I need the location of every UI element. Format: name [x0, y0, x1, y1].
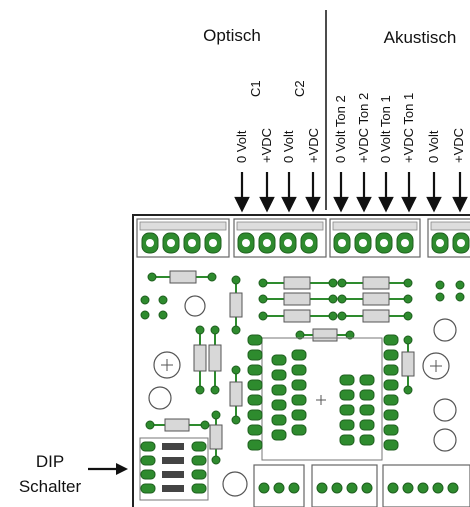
dip-switch-footprint: [139, 437, 209, 501]
resistor-components: [150, 270, 415, 460]
acoustic-terminal-label-1: 0 Volt Ton 2: [333, 95, 348, 163]
terminal-arrows: [234, 172, 468, 213]
acoustic-terminal-label-2: +VDC Ton 2: [356, 93, 371, 163]
component-pads: [140, 272, 465, 465]
acoustic-terminal-label-6: +VDC: [451, 128, 466, 163]
acoustic-terminal-label-5: 0 Volt: [426, 130, 441, 163]
acoustic-terminal-label-3: 0 Volt Ton 1: [378, 95, 393, 163]
optical-section-title: Optisch: [203, 26, 261, 45]
dip-switch-label-line1: DIP: [36, 452, 64, 471]
optical-terminal-label-4: +VDC: [306, 128, 321, 163]
acoustic-section-title: Akustisch: [384, 28, 457, 47]
dip-switch-label-line2: Schalter: [19, 477, 82, 496]
dip-switch-arrow: [88, 463, 128, 475]
terminal-pad-holes: [146, 239, 465, 247]
bottom-connectors: [253, 464, 470, 507]
trimmer-crosses: [161, 359, 442, 372]
pcb-board: [132, 214, 470, 507]
acoustic-terminal-label-4: +VDC Ton 1: [401, 93, 416, 163]
optical-channel-label-c2: C2: [292, 80, 307, 97]
optical-terminal-label-1: 0 Volt: [234, 130, 249, 163]
optical-channel-label-c1: C1: [248, 80, 263, 97]
optical-terminal-label-2: +VDC: [259, 128, 274, 163]
ic-socket-main: [247, 334, 399, 461]
optical-terminal-label-3: 0 Volt: [281, 130, 296, 163]
